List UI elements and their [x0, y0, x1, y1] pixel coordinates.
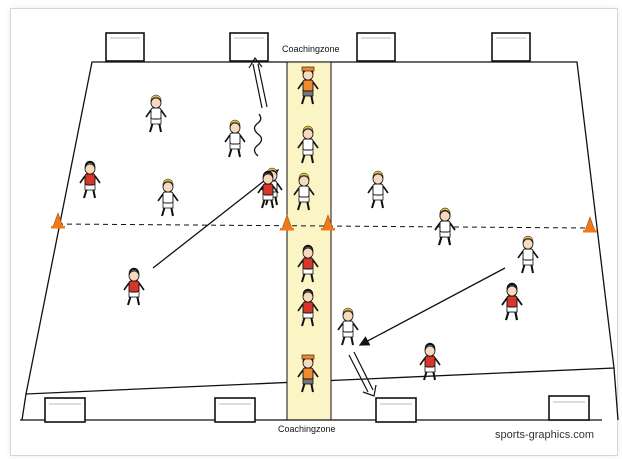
goal-top-3 — [357, 33, 395, 61]
goal-bottom-3 — [376, 398, 416, 422]
coaching-zone-label-bottom: Coachingzone — [278, 424, 336, 434]
coaching-zone-label-top: Coachingzone — [282, 44, 340, 54]
goal-bottom-4 — [549, 396, 589, 420]
right-sideline-lower — [614, 368, 618, 420]
goal-bottom-2 — [215, 398, 255, 422]
goal-top-2 — [230, 33, 268, 61]
goal-bottom-1 — [45, 398, 85, 422]
credit-text: sports-graphics.com — [495, 429, 594, 441]
goal-top-4 — [492, 33, 530, 61]
goal-top-1 — [106, 33, 144, 61]
left-sideline-lower — [22, 394, 26, 420]
